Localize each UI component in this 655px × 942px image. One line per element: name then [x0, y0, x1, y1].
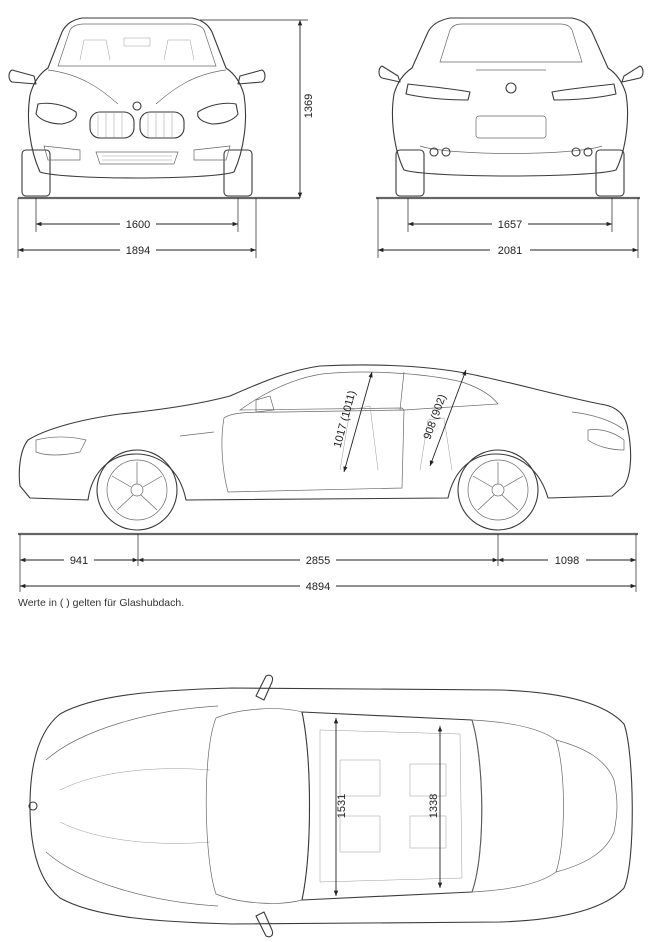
front-logo — [132, 101, 142, 111]
license-plate-area — [475, 115, 547, 139]
top-body — [29, 687, 633, 925]
glass-roof-note: Werte in ( ) gelten für Glashubdach. — [18, 597, 185, 609]
right-taillight — [551, 83, 617, 101]
side-gill — [179, 431, 215, 437]
rear-diffuser — [419, 145, 603, 154]
rear-headroom-line — [429, 369, 467, 467]
wheel-part — [467, 459, 529, 521]
b-pillar — [399, 371, 405, 411]
rear-window — [439, 23, 583, 63]
left-headlight — [35, 102, 77, 125]
rear-seat-width-label: 1338 — [428, 794, 440, 818]
rear-window-top — [471, 719, 564, 893]
front-seat-width-label: 1531 — [336, 794, 348, 818]
rear-logo — [505, 82, 517, 94]
side-mirror — [255, 395, 275, 413]
wheel-part — [130, 483, 144, 497]
hood-lines — [59, 768, 211, 844]
rear-overhang-label: 1098 — [555, 555, 579, 567]
height-label: 1369 — [303, 94, 315, 118]
front-right-mirror — [237, 69, 266, 85]
kidney-grille-right — [139, 111, 185, 139]
glass-roof — [319, 729, 463, 883]
top-left-mirror — [255, 674, 274, 701]
top-windshield — [205, 708, 310, 904]
side-headlight — [35, 436, 87, 456]
top-view: 1531 1338 — [28, 674, 633, 938]
right-headlight — [197, 102, 239, 125]
overall-width-label: 1894 — [126, 245, 150, 257]
wheel-part — [96, 449, 178, 531]
top-logo — [28, 801, 38, 811]
label-bg — [120, 216, 156, 230]
front-track-label: 1600 — [126, 219, 150, 231]
rear-body — [391, 17, 629, 177]
label-bg — [492, 216, 528, 230]
fog-lights — [43, 145, 231, 161]
door-outline — [221, 409, 405, 493]
trunk-lip — [571, 411, 625, 431]
side-windows — [238, 371, 499, 411]
lower-intake — [95, 151, 179, 165]
rear-track-label: 1657 — [498, 219, 522, 231]
side-view: 1017 (1011) 908 (902) 941 2855 1098 4894 — [18, 364, 638, 593]
front-windshield — [57, 23, 217, 67]
label-bg — [300, 578, 336, 592]
front-left-mirror — [8, 69, 37, 85]
front-wheel — [96, 449, 178, 531]
kidney-grille-left — [89, 111, 135, 139]
wheel-part — [457, 449, 539, 531]
wheel-part — [106, 459, 168, 521]
exhaust-tip — [441, 147, 451, 157]
exhaust-tip — [571, 147, 581, 157]
side-body — [18, 364, 632, 501]
rear-headroom-label: 908 (902) — [421, 393, 448, 441]
label-bg — [120, 242, 156, 256]
cabin-roof — [301, 711, 483, 901]
rear-view: 1657 2081 — [376, 17, 644, 258]
exhaust-tip — [429, 147, 439, 157]
top-right-mirror — [255, 911, 274, 938]
label-bg — [490, 242, 530, 256]
intake-mesh — [102, 155, 172, 161]
rear-mirror — [123, 37, 151, 47]
grille-bars — [97, 113, 173, 137]
wheel-part — [491, 483, 505, 497]
front-headroom-line — [343, 371, 373, 473]
wheelbase-label: 2855 — [306, 555, 330, 567]
rear-right-mirror — [621, 65, 644, 83]
front-body — [27, 17, 247, 179]
front-headroom-label: 1017 (1011) — [332, 389, 359, 449]
left-taillight — [405, 83, 471, 101]
label-bg — [64, 552, 94, 566]
exhaust-tip — [583, 147, 593, 157]
overall-length-label: 4894 — [306, 581, 330, 593]
rear-left-mirror — [378, 65, 401, 83]
trunk-lid — [555, 739, 618, 873]
side-taillight — [587, 429, 625, 451]
hood-lines — [47, 69, 227, 105]
front-seats — [79, 39, 195, 61]
width-with-mirrors-label: 2081 — [498, 245, 522, 257]
front-right-tire — [223, 149, 253, 197]
wheel-part — [111, 462, 163, 511]
front-view: 1369 1600 1894 — [8, 17, 315, 258]
front-left-tire — [21, 149, 51, 197]
label-bg — [300, 552, 336, 566]
wheel-part — [472, 462, 524, 511]
hood-creases — [45, 705, 219, 907]
seats-top — [339, 759, 447, 853]
front-overhang-label: 941 — [70, 555, 88, 567]
label-bg — [548, 552, 586, 566]
rear-wheel — [457, 449, 539, 531]
